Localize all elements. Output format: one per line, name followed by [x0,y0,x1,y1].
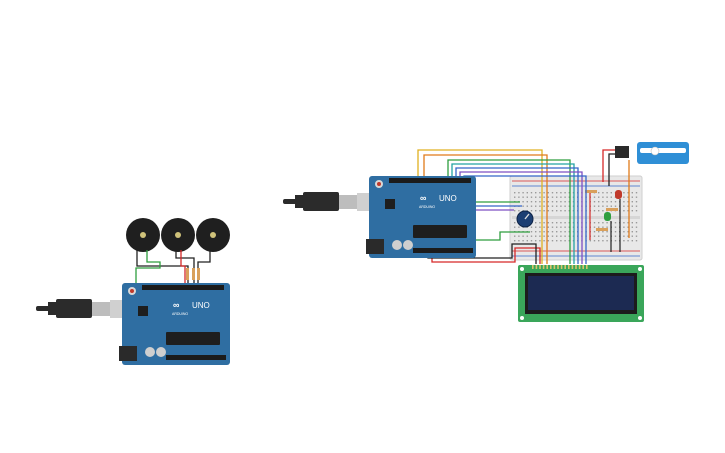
servo-motor[interactable] [615,142,689,164]
resistor-icon [192,268,195,280]
resistor-icon [585,190,597,193]
resistor-group-left[interactable] [186,268,200,280]
lcd-pins [532,265,588,269]
lcd-screen [528,276,634,310]
led-icon [604,212,611,221]
resistor-icon [186,268,189,280]
piezo-buzzer-2[interactable] [161,218,195,252]
potentiometer[interactable] [516,210,534,228]
breadboard[interactable] [509,175,643,261]
arduino-uno-left[interactable]: ∞ UNO ARDUINO [119,283,230,365]
arduino-uno-right[interactable]: ∞ UNO ARDUINO [366,176,476,258]
usb-cable-right[interactable] [283,192,371,211]
led-green[interactable] [604,212,611,221]
usb-plug-icon [303,192,339,211]
board-sub-label: ARDUINO [419,205,435,209]
piezo-buzzer-1[interactable] [126,218,160,252]
board-brand-label: UNO [192,301,210,310]
usb-plug-icon [56,299,92,318]
resistor-icon [197,268,200,280]
wires-servo [602,149,630,238]
resistor-icon [606,208,618,211]
board-sub-label: ARDUINO [172,312,188,316]
board-logo: ∞ [420,193,427,203]
usb-cable-left[interactable] [36,299,124,318]
board-brand-label: UNO [439,194,457,203]
wires-breadboard-jumpers [589,193,621,252]
lcd-16x2[interactable] [518,265,644,322]
board-logo: ∞ [173,300,180,310]
piezo-buzzer-3[interactable] [196,218,230,252]
resistor-icon [596,228,608,231]
led-icon [615,190,622,199]
resistor-group-right[interactable] [585,190,618,231]
led-red[interactable] [615,190,622,199]
